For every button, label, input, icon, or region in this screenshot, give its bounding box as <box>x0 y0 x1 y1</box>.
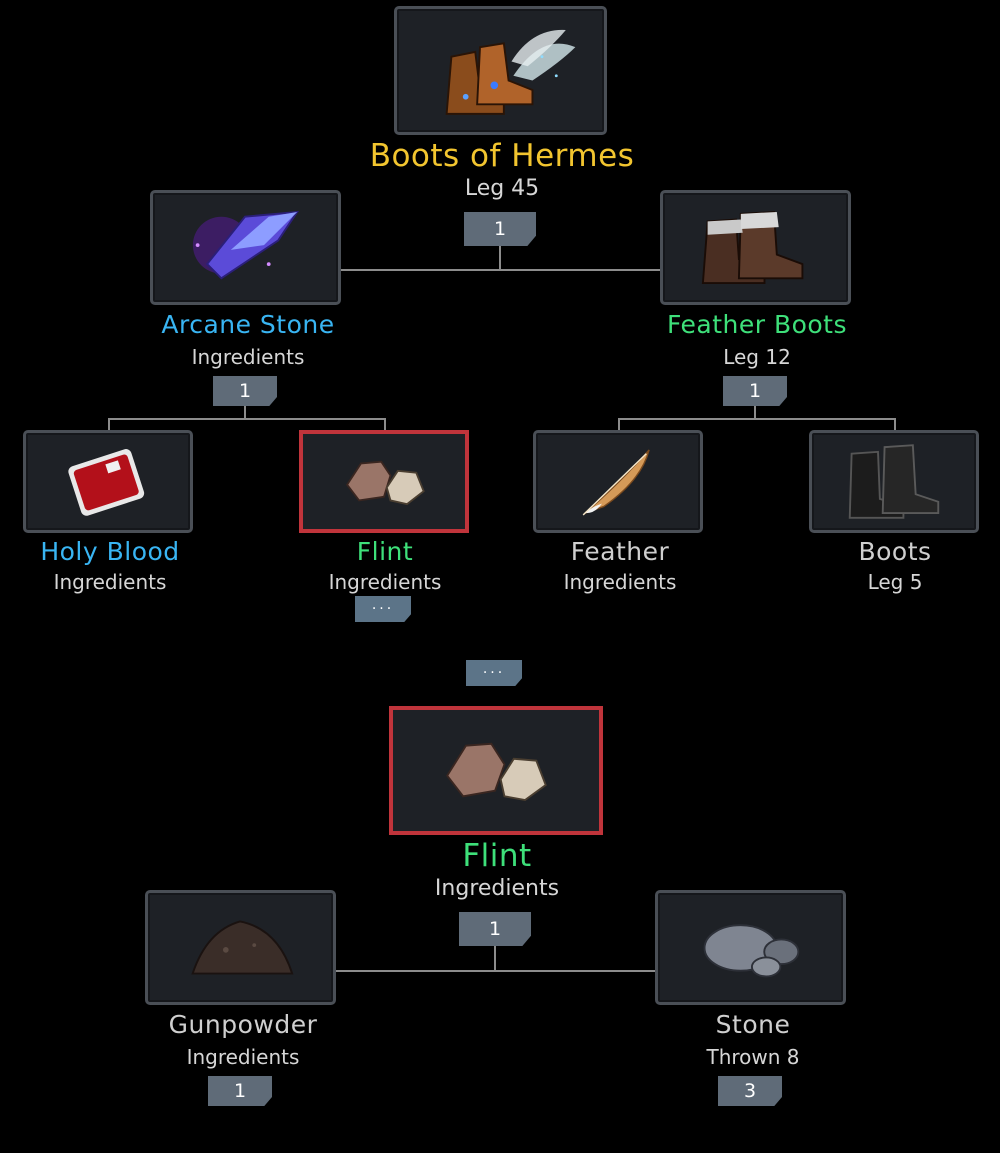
feather-icon <box>582 449 650 516</box>
item-name-feather: Feather <box>570 537 670 566</box>
item-slot-feather[interactable] <box>533 430 703 533</box>
item-slot-boots[interactable] <box>809 430 979 533</box>
item-category: Ingredients <box>191 345 305 369</box>
more-button[interactable]: ··· <box>466 660 522 686</box>
item-category: Ingredients <box>53 570 167 594</box>
item-category: Leg 45 <box>464 176 540 201</box>
connector-line <box>340 269 660 271</box>
item-name-holy-blood: Holy Blood <box>40 537 180 566</box>
connector-line <box>494 946 496 971</box>
item-category: Leg 5 <box>867 570 923 594</box>
item-name-flint: Flint <box>462 838 532 874</box>
flint-icon <box>345 460 425 506</box>
connector-line <box>384 418 386 431</box>
item-category: Ingredients <box>434 876 560 901</box>
more-button[interactable]: ··· <box>355 596 411 622</box>
item-slot-feather-boots[interactable] <box>660 190 851 305</box>
connector-line <box>335 970 657 972</box>
connector-line <box>108 418 386 420</box>
item-name-feather-boots: Feather Boots <box>666 310 848 339</box>
connector-line <box>618 418 896 420</box>
item-name-arcane-stone: Arcane Stone <box>161 310 335 339</box>
count-badge[interactable]: 1 <box>459 912 531 946</box>
item-slot-gunpowder[interactable] <box>145 890 336 1005</box>
count-badge[interactable]: 1 <box>213 376 277 406</box>
item-slot-stone[interactable] <box>655 890 846 1005</box>
stone-icon <box>703 924 800 978</box>
connector-line <box>754 405 756 419</box>
count-badge[interactable]: 1 <box>208 1076 272 1106</box>
item-slot-arcane-stone[interactable] <box>150 190 341 305</box>
item-name-flint: Flint <box>356 537 414 566</box>
item-name-gunpowder: Gunpowder <box>168 1010 318 1039</box>
item-slot-boots-of-hermes[interactable] <box>394 6 607 135</box>
item-slot-flint-selected[interactable] <box>299 430 469 533</box>
item-category: Ingredients <box>186 1045 300 1069</box>
blood-bag-icon <box>68 449 145 516</box>
flint-icon <box>446 742 547 802</box>
count-badge[interactable]: 3 <box>718 1076 782 1106</box>
connector-line <box>244 405 246 419</box>
item-category: Ingredients <box>563 570 677 594</box>
gunpowder-icon <box>191 920 294 975</box>
count-badge[interactable]: 1 <box>464 212 536 246</box>
item-slot-flint-focus[interactable] <box>389 706 603 835</box>
connector-line <box>894 418 896 431</box>
item-name-boots-of-hermes: Boots of Hermes <box>369 138 635 174</box>
winged-boots-icon <box>445 29 576 115</box>
connector-line <box>499 245 501 270</box>
boots-icon <box>848 444 940 519</box>
item-category: Thrown 8 <box>706 1045 800 1069</box>
item-category: Ingredients <box>328 570 442 594</box>
feather-boots-icon <box>701 210 804 284</box>
item-name-boots: Boots <box>858 537 932 566</box>
connector-line <box>618 418 620 431</box>
crystal-icon <box>192 210 300 280</box>
item-slot-holy-blood[interactable] <box>23 430 193 533</box>
item-name-stone: Stone <box>715 1010 791 1039</box>
connector-line <box>108 418 110 431</box>
count-badge[interactable]: 1 <box>723 376 787 406</box>
item-category: Leg 12 <box>723 345 791 369</box>
